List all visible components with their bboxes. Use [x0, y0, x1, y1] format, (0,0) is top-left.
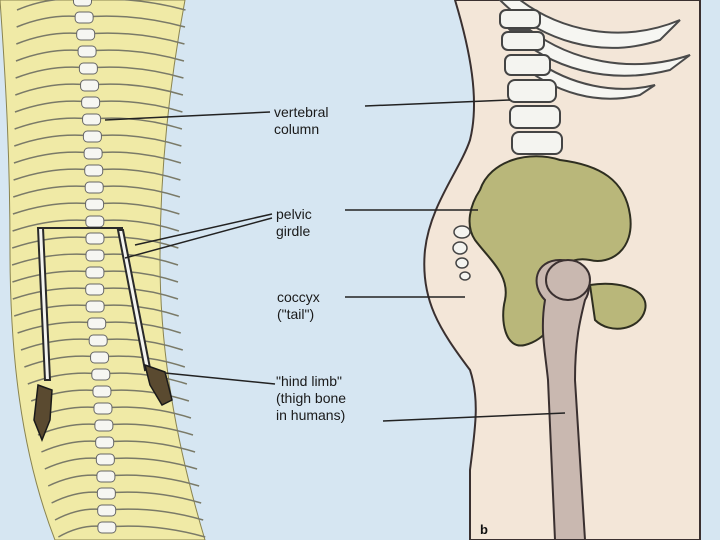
vertebral-column-label: vertebral column: [274, 104, 328, 138]
snake-vertebra: [84, 148, 102, 159]
snake-vertebra: [86, 301, 104, 312]
snake-vertebra: [86, 199, 104, 210]
snake-vertebra: [94, 403, 112, 414]
snake-vertebra: [89, 335, 107, 346]
snake-vertebra: [81, 80, 99, 91]
coccyx-label: coccyx ("tail"): [277, 289, 320, 323]
snake-vertebra: [83, 131, 101, 142]
pelvic-girdle-label: pelvic girdle: [276, 206, 312, 240]
snake-vertebra: [92, 369, 110, 380]
snake-vertebra: [95, 420, 113, 431]
snake-vertebra: [79, 63, 97, 74]
snake-vertebra: [98, 505, 116, 516]
snake-vertebra: [85, 165, 103, 176]
snake-vertebra: [98, 522, 116, 533]
snake-vertebra: [86, 250, 104, 261]
snake-vertebra: [96, 454, 114, 465]
snake-vertebra: [78, 46, 96, 57]
snake-vertebra: [86, 233, 104, 244]
snake-vertebra: [93, 386, 111, 397]
snake-vertebra: [86, 216, 104, 227]
snake-vertebra: [91, 352, 109, 363]
snake-vertebra: [97, 488, 115, 499]
femur-head: [546, 260, 590, 300]
snake-vertebra: [77, 29, 95, 40]
hind-limb-label: "hind limb" (thigh bone in humans): [276, 373, 346, 424]
snake-vertebra: [97, 471, 115, 482]
snake-vertebra: [88, 318, 106, 329]
snake-vertebra: [86, 267, 104, 278]
panel-letter: b: [480, 522, 488, 537]
human-ischium: [590, 284, 646, 329]
snake-vertebra: [86, 284, 104, 295]
snake-vertebra: [85, 182, 103, 193]
snake-vertebra: [75, 12, 93, 23]
snake-vertebra: [82, 97, 100, 108]
snake-vertebra: [74, 0, 92, 6]
snake-vertebra: [96, 437, 114, 448]
snake-vertebra: [83, 114, 101, 125]
